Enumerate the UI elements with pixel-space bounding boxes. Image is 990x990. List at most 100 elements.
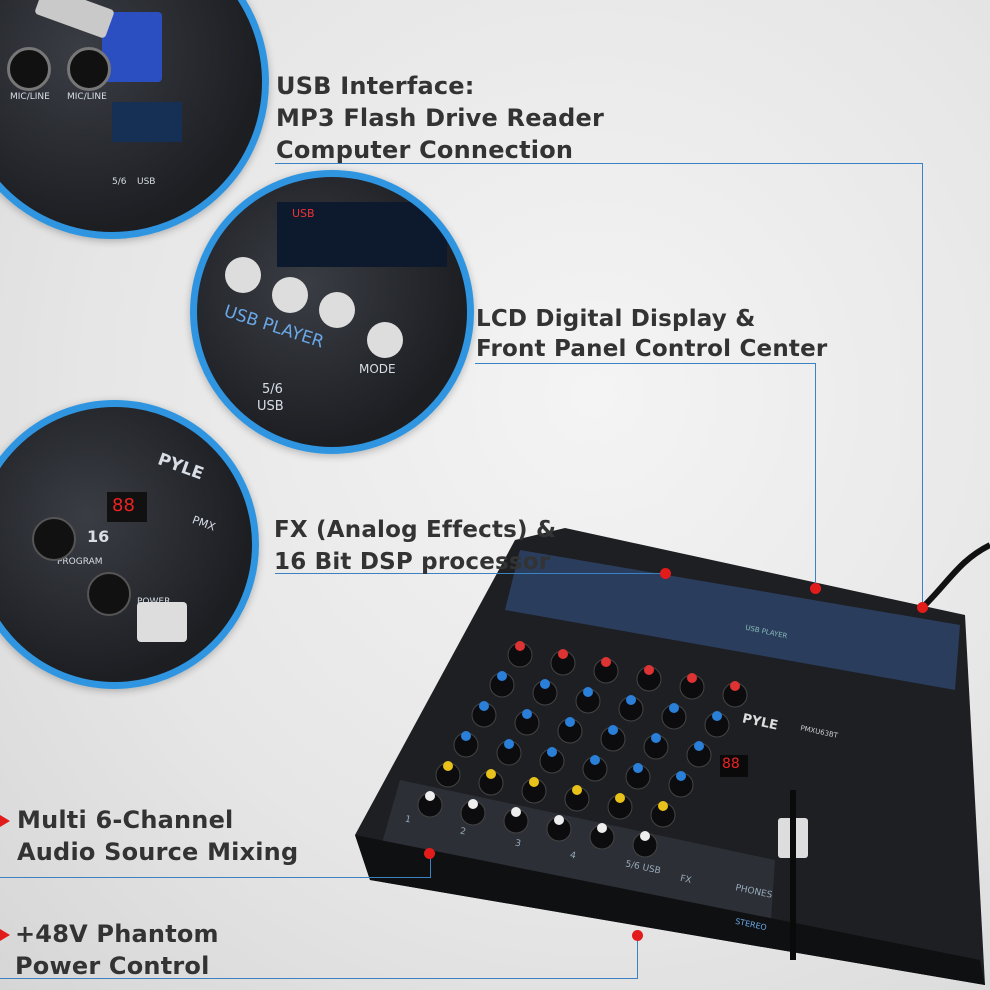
callout-line-phantom bbox=[0, 978, 638, 979]
mixer-knob-cap bbox=[425, 791, 435, 801]
knob bbox=[32, 517, 76, 561]
mixer-knob-cap bbox=[511, 807, 521, 817]
lcd-screen bbox=[277, 202, 447, 267]
callout-line-usb bbox=[922, 163, 923, 603]
dsp-led-display bbox=[107, 492, 147, 522]
next-button bbox=[319, 292, 355, 328]
callout-line-text: Computer Connection bbox=[276, 136, 574, 164]
arrow-marker bbox=[0, 929, 10, 941]
port-label: 5/6 bbox=[262, 382, 283, 397]
mixer-knob-cap bbox=[565, 717, 575, 727]
mixer-knob-cap bbox=[522, 709, 532, 719]
callout-line-phantom bbox=[637, 938, 638, 978]
knob bbox=[87, 572, 131, 616]
callout-line-usb bbox=[275, 163, 923, 164]
callout-line-text: Multi 6-Channel bbox=[17, 806, 234, 834]
mixer-knob-cap bbox=[486, 769, 496, 779]
dsp-label: 16 bbox=[87, 527, 110, 546]
mixer-knob-cap bbox=[676, 771, 686, 781]
mixer-knob-cap bbox=[590, 755, 600, 765]
dsp-display-value: 88 bbox=[112, 495, 135, 516]
lcd-usb-indicator: USB bbox=[292, 207, 315, 220]
fader-cap bbox=[137, 602, 187, 642]
program-label: PROGRAM bbox=[57, 557, 103, 567]
callout-phantom-power: +48V Phantom Power Control bbox=[15, 918, 219, 982]
mixer-knob-cap bbox=[468, 799, 478, 809]
arrow-marker bbox=[0, 815, 10, 827]
mixer-knob-cap bbox=[515, 641, 525, 651]
fx-dsp-zoom-circle: PYLE PMX 88 16 PROGRAM POWER bbox=[0, 400, 259, 689]
mixer-knob-cap bbox=[626, 695, 636, 705]
callout-line-text: +48V Phantom bbox=[15, 920, 219, 948]
mixer-knob-cap bbox=[669, 703, 679, 713]
port-label: 5/6 bbox=[112, 177, 127, 187]
mixer-knob-cap bbox=[497, 671, 507, 681]
mixer-knob-cap bbox=[461, 731, 471, 741]
mode-label: MODE bbox=[359, 362, 396, 376]
mixer-channel-label: FX bbox=[679, 873, 693, 887]
mixer-knob-cap bbox=[640, 831, 650, 841]
mic-line-label: MIC/LINE bbox=[10, 92, 50, 102]
mixer-knob-cap bbox=[597, 823, 607, 833]
mixer-knob-cap bbox=[443, 761, 453, 771]
mixer-knob-cap bbox=[583, 687, 593, 697]
marker-dot-usb bbox=[917, 602, 928, 613]
lcd-display bbox=[112, 102, 182, 142]
mixer-display-value: 88 bbox=[722, 756, 740, 772]
mixer-knob-cap bbox=[712, 711, 722, 721]
xlr-jack bbox=[67, 47, 111, 91]
mixer-knob-cap bbox=[651, 733, 661, 743]
lcd-display-zoom-circle: USB MODE USB PLAYER 5/6 USB bbox=[190, 170, 474, 454]
marker-dot-fx bbox=[660, 568, 671, 579]
mixer-knob-cap bbox=[615, 793, 625, 803]
mixer-knob-cap bbox=[504, 739, 514, 749]
mixer-knob-cap bbox=[529, 777, 539, 787]
callout-line-text: LCD Digital Display & bbox=[476, 306, 756, 332]
callout-line-text: FX (Analog Effects) & bbox=[274, 517, 557, 543]
mixer-top-panel bbox=[505, 550, 960, 690]
usb-flash-drive bbox=[102, 12, 162, 82]
mixer-knob-cap bbox=[479, 701, 489, 711]
usb-interface-zoom-circle: MIC/LINE MIC/LINE 5/6 USB bbox=[0, 0, 269, 239]
callout-line-lcd bbox=[815, 363, 816, 585]
mixer-knob-cap bbox=[730, 681, 740, 691]
mixer-knob-cap bbox=[547, 747, 557, 757]
mixer-cable bbox=[922, 542, 990, 608]
mixer-knob-cap bbox=[601, 657, 611, 667]
usb-label: USB bbox=[137, 177, 156, 187]
callout-line-lcd bbox=[475, 363, 816, 364]
mic-line-label: MIC/LINE bbox=[67, 92, 107, 102]
marker-dot-lcd bbox=[810, 583, 821, 594]
callout-line-text: 16 Bit DSP processor bbox=[274, 549, 551, 575]
mixer-knob-cap bbox=[540, 679, 550, 689]
callout-channel-mixing: Multi 6-Channel Audio Source Mixing bbox=[17, 804, 298, 868]
callout-line-text: Audio Source Mixing bbox=[17, 838, 299, 866]
callout-line-text: MP3 Flash Drive Reader bbox=[276, 104, 604, 132]
mixer-knob-cap bbox=[694, 741, 704, 751]
callout-fx-dsp: FX (Analog Effects) & 16 Bit DSP process… bbox=[274, 514, 556, 578]
marker-dot-phantom bbox=[632, 930, 643, 941]
mode-button bbox=[367, 322, 403, 358]
callout-lcd-display: LCD Digital Display & Front Panel Contro… bbox=[476, 304, 827, 364]
play-pause-button bbox=[225, 257, 261, 293]
mixer-knob-cap bbox=[608, 725, 618, 735]
mixer-fader-track bbox=[790, 790, 796, 960]
mixer-knob-cap bbox=[658, 801, 668, 811]
marker-dot-channels bbox=[424, 848, 435, 859]
mixer-knob-cap bbox=[633, 763, 643, 773]
xlr-jack bbox=[7, 47, 51, 91]
callout-line-text: Power Control bbox=[15, 952, 210, 980]
mixer-knob-cap bbox=[554, 815, 564, 825]
usb-label: USB bbox=[257, 399, 284, 414]
callout-usb-interface: USB Interface: MP3 Flash Drive Reader Co… bbox=[276, 70, 604, 166]
callout-line-text: Front Panel Control Center bbox=[476, 336, 828, 362]
mixer-front-edge bbox=[355, 835, 985, 985]
callout-line-text: USB Interface: bbox=[276, 72, 475, 100]
mixer-knob-cap bbox=[572, 785, 582, 795]
previous-button bbox=[272, 277, 308, 313]
mixer-knob-cap bbox=[558, 649, 568, 659]
mixer-knobs bbox=[417, 641, 748, 858]
mixer-knob-cap bbox=[687, 673, 697, 683]
callout-line-fx bbox=[275, 573, 665, 574]
